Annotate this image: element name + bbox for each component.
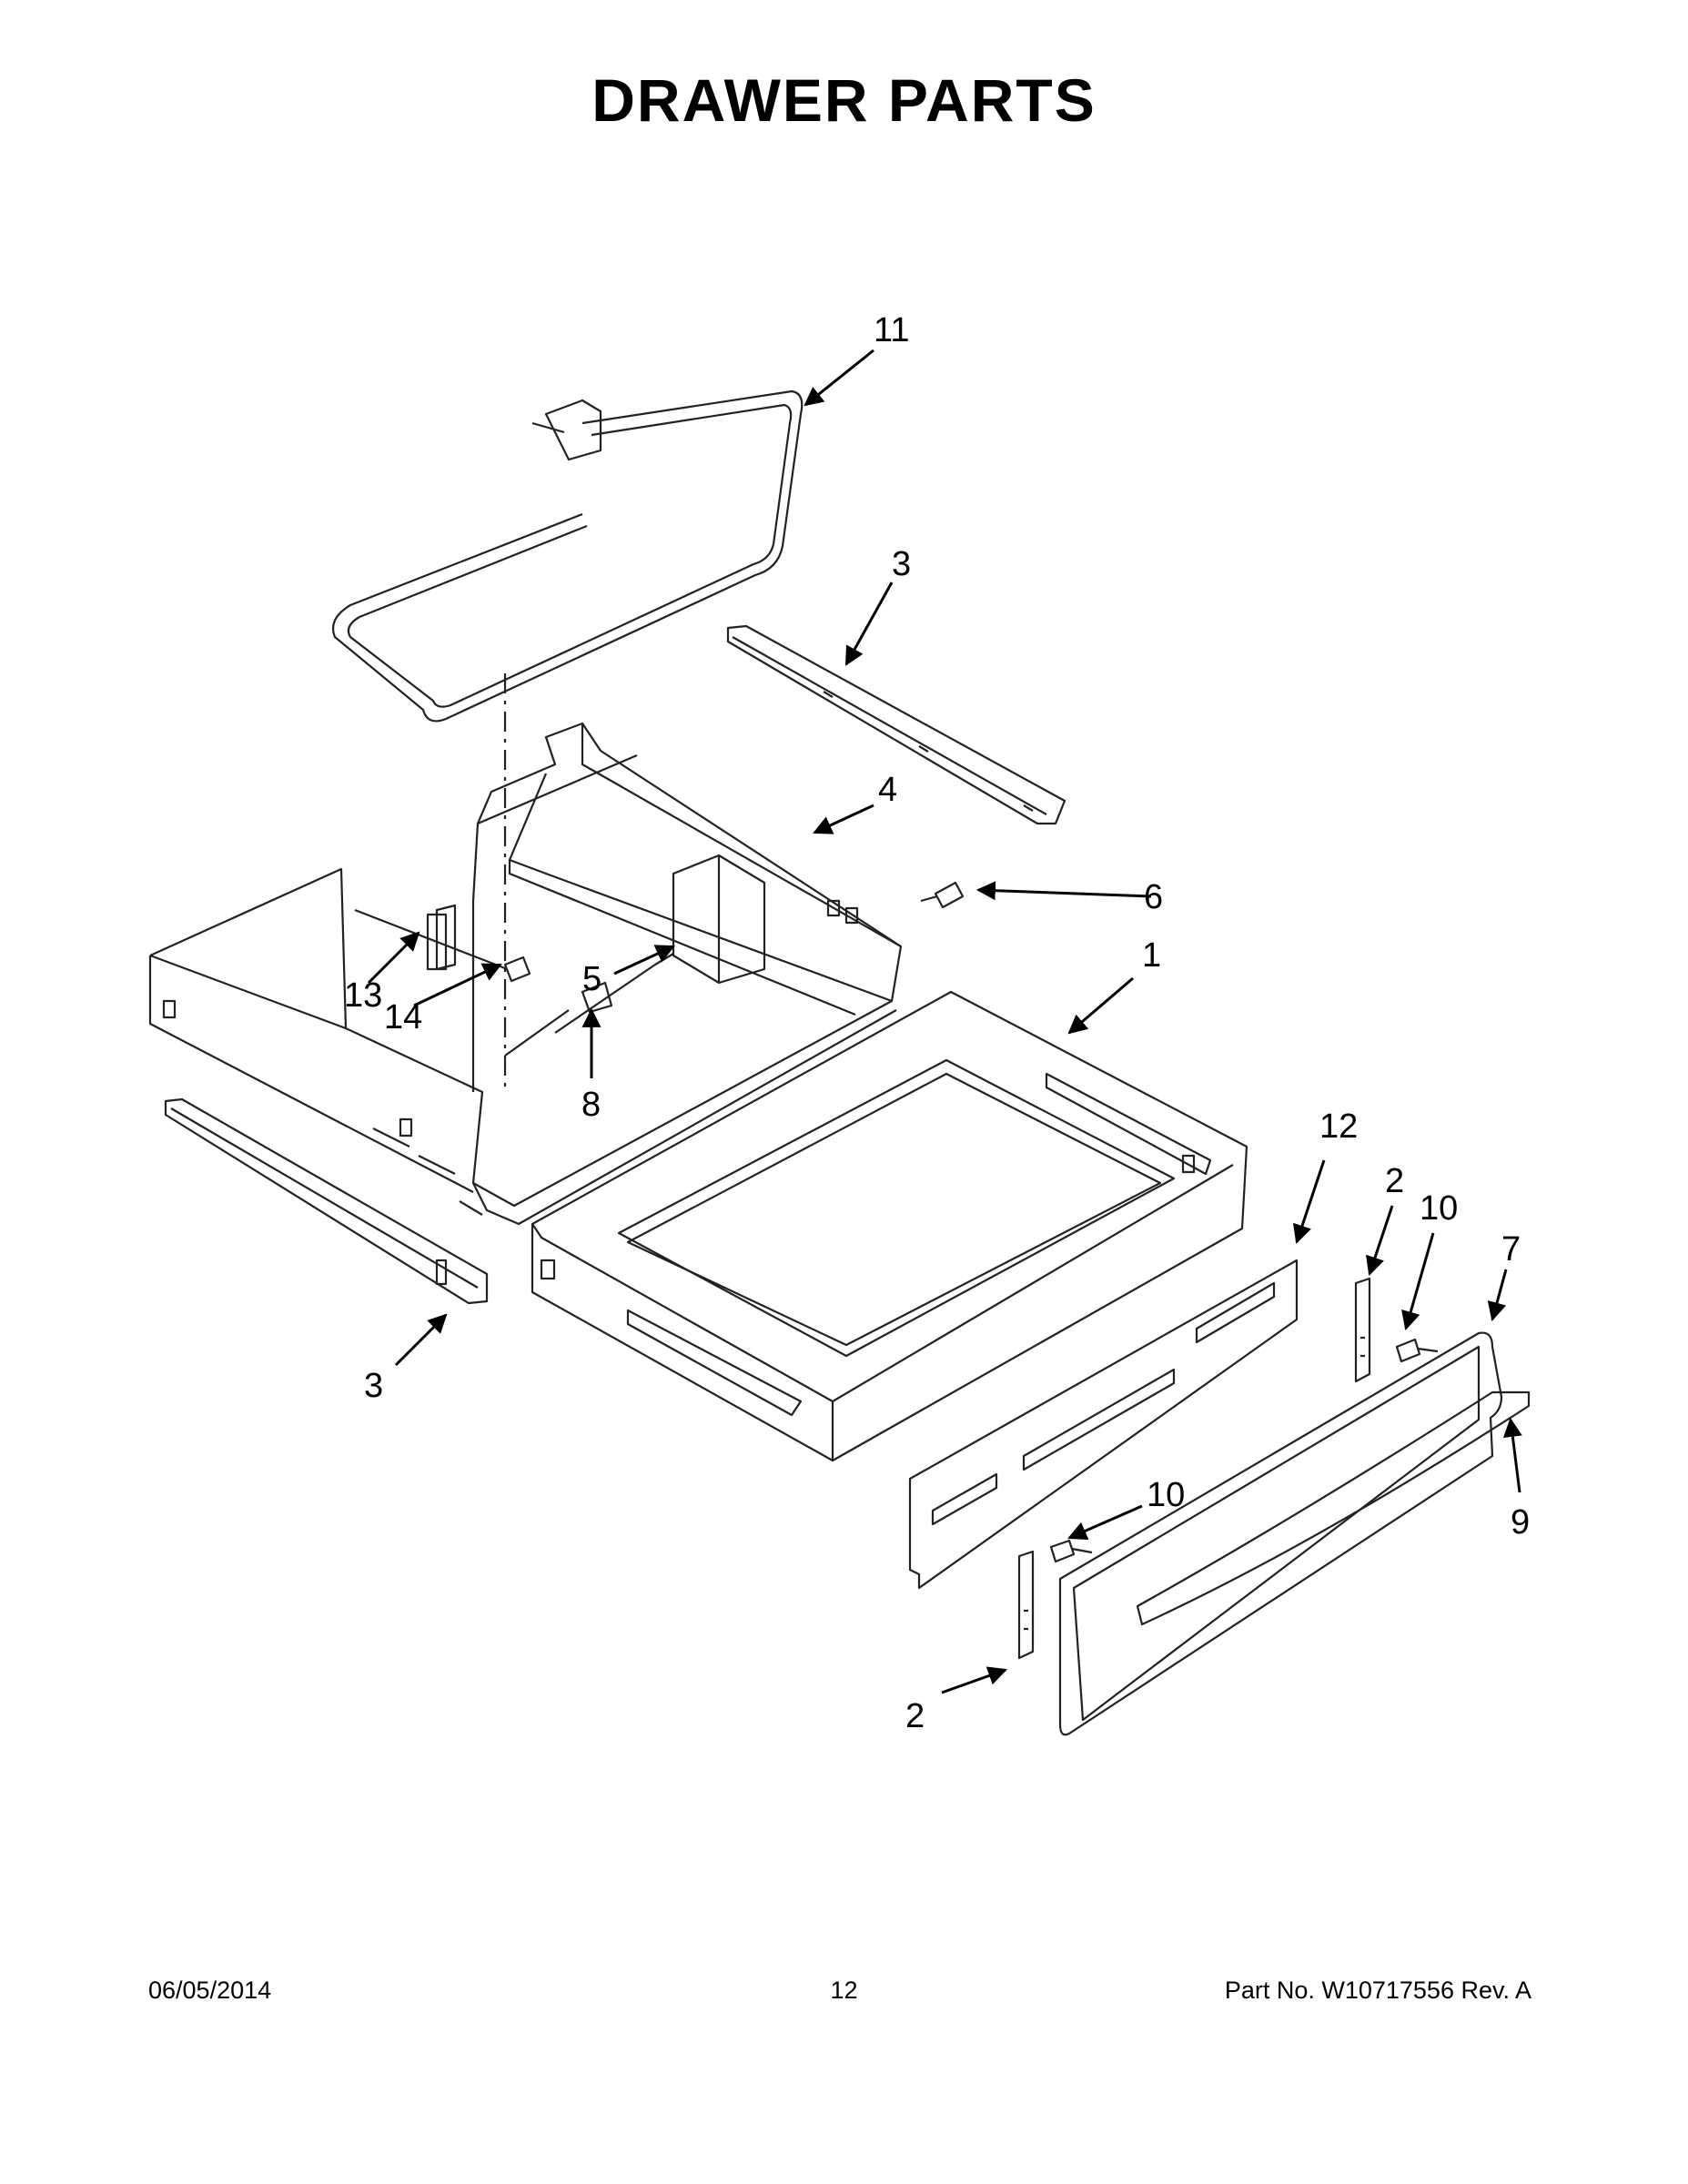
drawer-pan-part — [531, 990, 1248, 1462]
drawer-housing-part — [148, 722, 903, 1226]
callout-3-lower: 3 — [364, 1367, 383, 1405]
callout-12: 12 — [1319, 1107, 1358, 1146]
leader-arrows — [367, 349, 1522, 1694]
screw-lower-part — [1049, 1539, 1093, 1563]
callout-10-upper: 10 — [1420, 1189, 1458, 1228]
callout-2-upper: 2 — [1385, 1162, 1404, 1200]
callout-6: 6 — [1144, 878, 1163, 916]
callout-labels: 11 3 4 6 1 5 13 14 8 12 2 10 7 3 9 10 2 — [344, 311, 1530, 1735]
bracket-upper-part — [1354, 1277, 1371, 1383]
callout-7: 7 — [1501, 1230, 1521, 1269]
screw-upper-part — [1395, 1338, 1439, 1363]
callout-9: 9 — [1511, 1503, 1530, 1542]
callout-10-lower: 10 — [1147, 1476, 1185, 1514]
front-panel-part — [908, 1259, 1299, 1590]
footer-date: 06/05/2014 — [148, 1977, 272, 2004]
drawer-front-part — [1058, 1331, 1503, 1736]
slide-rail-upper-part — [726, 624, 1066, 825]
callout-14: 14 — [384, 998, 422, 1036]
callout-13: 13 — [344, 976, 382, 1015]
screw-6-part — [920, 881, 965, 909]
page-title: DRAWER PARTS — [591, 66, 1097, 134]
slide-rail-lower-part — [164, 1097, 489, 1305]
callout-11: 11 — [874, 311, 909, 349]
grommet-14-part — [354, 908, 531, 983]
callout-5: 5 — [582, 960, 601, 998]
callout-8: 8 — [581, 1086, 601, 1124]
bracket-13-part — [435, 904, 457, 971]
bake-element-part — [331, 389, 804, 723]
bracket-lower-part — [1017, 1550, 1035, 1660]
footer-part-number: Part No. W10717556 Rev. A — [1224, 1977, 1531, 2004]
callout-3-upper: 3 — [892, 545, 911, 583]
callout-2-lower: 2 — [905, 1697, 925, 1735]
sensor-part — [554, 953, 674, 1034]
callout-1: 1 — [1142, 936, 1161, 975]
footer-page-number: 12 — [830, 1977, 858, 2004]
handle-part — [1136, 1390, 1531, 1626]
callout-4: 4 — [878, 771, 897, 809]
